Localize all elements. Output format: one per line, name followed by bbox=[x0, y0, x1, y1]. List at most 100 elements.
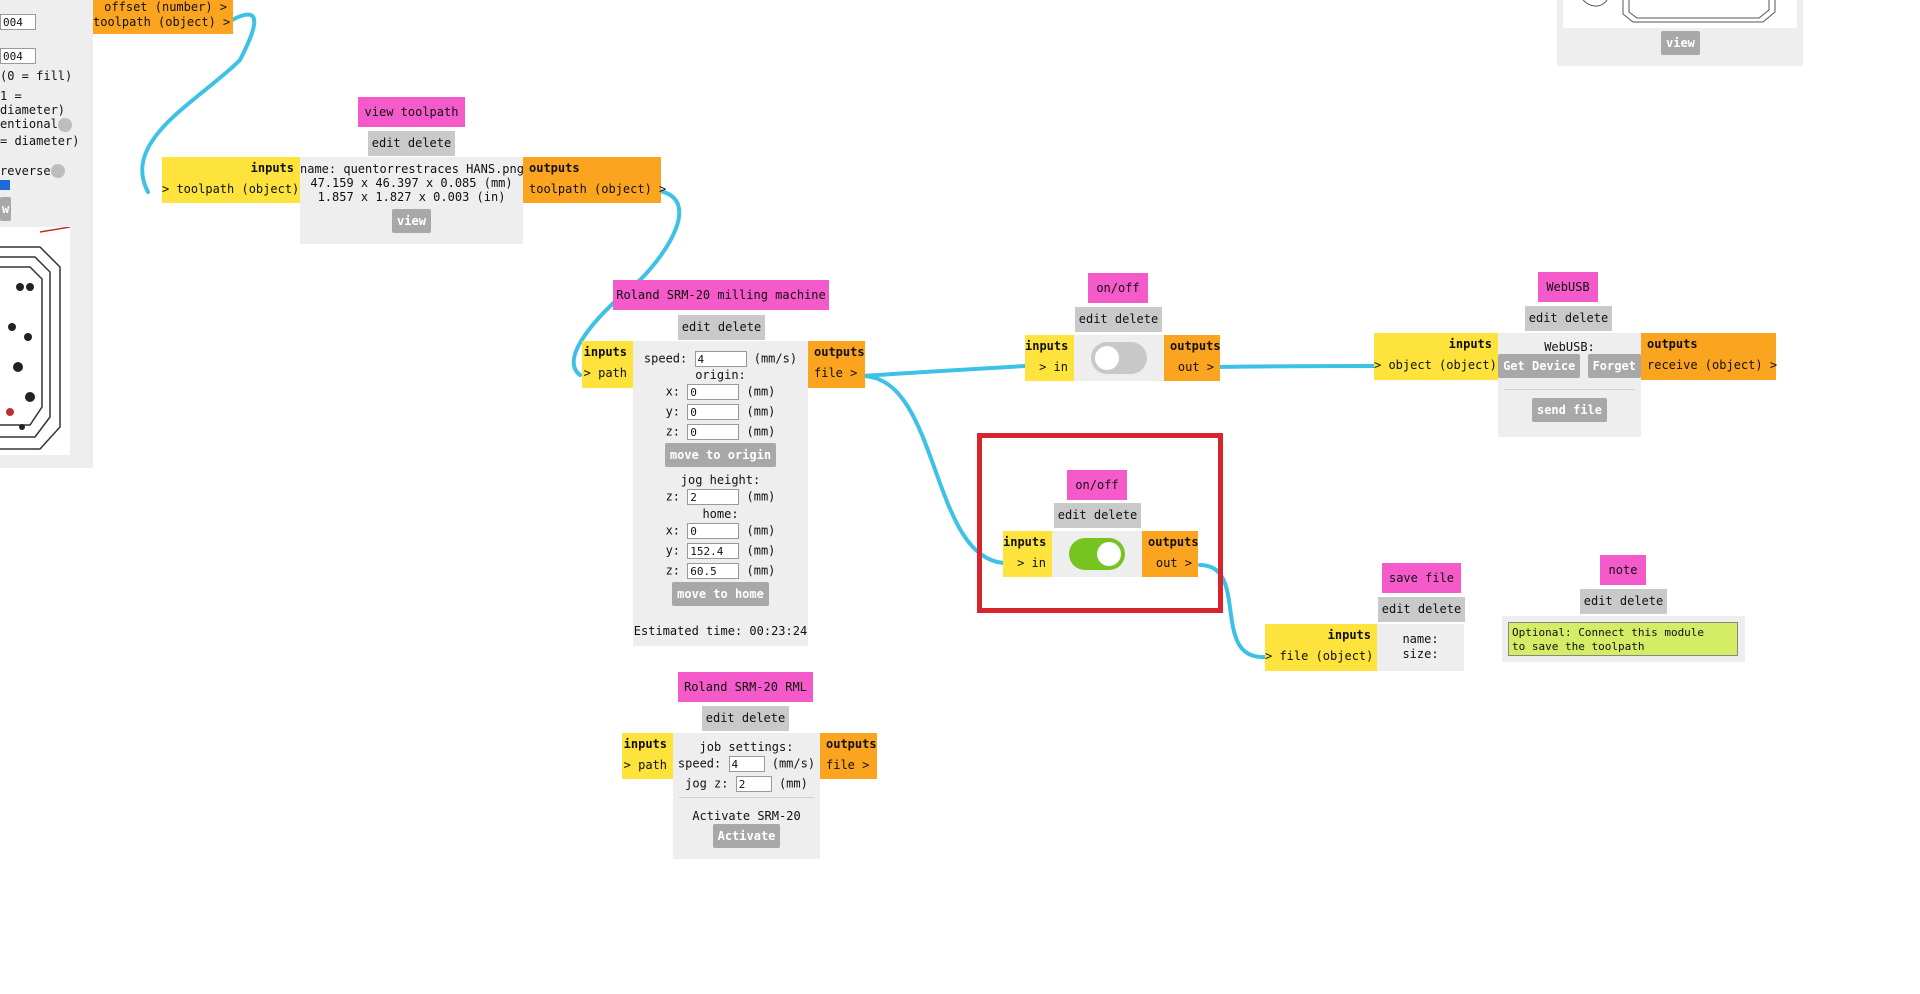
output-file[interactable]: file > bbox=[814, 366, 858, 380]
job-settings-label: job settings: bbox=[699, 740, 794, 754]
view-toolpath-outputs: outputs toolpath (object) > bbox=[523, 157, 667, 203]
inputs-label: inputs bbox=[1327, 628, 1371, 642]
save-file-title[interactable]: save file bbox=[1382, 563, 1461, 593]
left-checkbox[interactable] bbox=[0, 180, 10, 190]
outputs-label: outputs bbox=[529, 161, 580, 175]
get-device-button[interactable]: Get Device bbox=[1498, 354, 1581, 378]
speed-input[interactable]: 4 bbox=[694, 351, 747, 367]
srm20-rml-body: job settings: speed: 4 (mm/s) jog z: 2 (… bbox=[673, 733, 820, 859]
send-file-button[interactable]: send file bbox=[1531, 398, 1608, 422]
mm-unit: (mm) bbox=[746, 563, 776, 578]
home-z-input[interactable]: 60.5 bbox=[687, 563, 740, 579]
input-file-object[interactable]: > file (object) bbox=[1265, 649, 1374, 663]
size-label: size: bbox=[1402, 647, 1439, 661]
onoff-top-outputs: outputs out > bbox=[1164, 335, 1221, 381]
input-path[interactable]: > path bbox=[623, 758, 667, 772]
note-textarea[interactable]: Optional: Connect this module to save th… bbox=[1508, 622, 1738, 656]
toolpath-preview-image bbox=[0, 227, 70, 455]
output-receive-object[interactable]: receive (object) > bbox=[1647, 358, 1778, 372]
rml-mm-unit: (mm) bbox=[778, 776, 808, 791]
reverse-radio[interactable] bbox=[51, 164, 65, 178]
origin-y-label: y: bbox=[665, 404, 681, 419]
srm20-machine-outputs: outputs file > bbox=[808, 341, 865, 388]
reverse-label: reverse bbox=[0, 164, 51, 178]
output-toolpath-object[interactable]: toolpath (object) > bbox=[529, 182, 667, 196]
conventional-radio[interactable] bbox=[58, 118, 72, 132]
rml-jogz-input[interactable]: 2 bbox=[735, 776, 772, 792]
srm20-machine-title[interactable]: Roland SRM-20 milling machine bbox=[613, 280, 829, 310]
output-file[interactable]: file > bbox=[826, 758, 870, 772]
top-right-module: view bbox=[1557, 0, 1803, 66]
toolpath-size-in: 1.857 x 1.827 x 0.003 (in) bbox=[317, 190, 506, 204]
outputs-label: outputs bbox=[1148, 535, 1199, 549]
rml-speed-input[interactable]: 4 bbox=[728, 756, 765, 772]
home-label: home: bbox=[702, 507, 739, 521]
save-file-edit-delete[interactable]: edit delete bbox=[1378, 597, 1465, 622]
move-to-origin-button[interactable]: move to origin bbox=[664, 443, 777, 467]
mm-unit: (mm) bbox=[746, 489, 776, 504]
onoff-top-title[interactable]: on/off bbox=[1088, 273, 1148, 303]
top-right-view-button[interactable]: view bbox=[1661, 31, 1700, 55]
toggle-switch-on[interactable] bbox=[1069, 538, 1125, 570]
left-field-2[interactable]: 004 bbox=[0, 48, 36, 64]
left-field-1[interactable]: 004 bbox=[0, 14, 36, 30]
outputs-label: outputs bbox=[814, 345, 865, 359]
origin-x-label: x: bbox=[665, 384, 681, 399]
activate-text: Activate SRM-20 bbox=[692, 809, 801, 823]
input-object[interactable]: > object (object) bbox=[1374, 358, 1497, 372]
name-label: name: bbox=[1402, 632, 1439, 646]
view-toolpath-edit-delete[interactable]: edit delete bbox=[368, 131, 455, 156]
output-out[interactable]: out > bbox=[1155, 556, 1192, 570]
webusb-edit-delete[interactable]: edit delete bbox=[1525, 306, 1612, 331]
origin-y-input[interactable]: 0 bbox=[687, 404, 740, 420]
webusb-divider bbox=[1504, 389, 1635, 390]
toggle-switch-off[interactable] bbox=[1091, 342, 1147, 374]
rml-jogz-label: jog z: bbox=[685, 776, 729, 791]
output-toolpath-object[interactable]: toolpath (object) > bbox=[93, 15, 231, 29]
srm20-rml-edit-delete[interactable]: edit delete bbox=[702, 706, 789, 731]
outputs-label: outputs bbox=[826, 737, 877, 751]
rml-speed-label: speed: bbox=[677, 756, 722, 771]
view-toolpath-title[interactable]: view toolpath bbox=[358, 97, 465, 127]
home-x-input[interactable]: 0 bbox=[687, 523, 740, 539]
home-y-label: y: bbox=[665, 543, 681, 558]
output-out[interactable]: out > bbox=[1177, 360, 1214, 374]
origin-z-input[interactable]: 0 bbox=[687, 424, 740, 440]
onoff-highlighted-body bbox=[1052, 531, 1142, 577]
srm20-machine-edit-delete[interactable]: edit delete bbox=[678, 315, 765, 340]
onoff-highlighted-title[interactable]: on/off bbox=[1067, 470, 1127, 500]
left-view-button[interactable]: w bbox=[0, 197, 12, 221]
webusb-title[interactable]: WebUSB bbox=[1538, 272, 1598, 302]
input-path[interactable]: > path bbox=[583, 366, 627, 380]
rml-speed-unit: (mm/s) bbox=[771, 756, 816, 771]
toolpath-name: name: quentorrestraces HANS.png bbox=[300, 162, 524, 176]
move-to-home-button[interactable]: move to home bbox=[672, 582, 769, 606]
note-title[interactable]: note bbox=[1600, 555, 1646, 585]
forget-button[interactable]: Forget bbox=[1587, 354, 1641, 378]
onoff-top-edit-delete[interactable]: edit delete bbox=[1075, 307, 1162, 332]
webusb-outputs: outputs receive (object) > bbox=[1641, 333, 1778, 380]
mm-unit: (mm) bbox=[746, 384, 776, 399]
toolpath-preview-small bbox=[1563, 0, 1797, 28]
input-in[interactable]: > in bbox=[1039, 360, 1068, 374]
wire-onoff-top-to-webusb bbox=[1211, 364, 1376, 369]
srm20-rml-title[interactable]: Roland SRM-20 RML bbox=[678, 672, 813, 702]
jog-height-input[interactable]: 2 bbox=[687, 489, 740, 505]
inputs-label: inputs bbox=[250, 161, 294, 175]
activate-button[interactable]: Activate bbox=[712, 824, 781, 848]
input-in[interactable]: > in bbox=[1017, 556, 1046, 570]
input-toolpath-object[interactable]: > toolpath (object) bbox=[162, 182, 300, 196]
view-toolpath-view-button[interactable]: view bbox=[392, 209, 431, 233]
home-y-input[interactable]: 152.4 bbox=[687, 543, 740, 559]
mm-unit: (mm) bbox=[746, 543, 776, 558]
note-edit-delete[interactable]: edit delete bbox=[1580, 589, 1667, 614]
left-panel: 004 004 (0 = fill) 1 = diameter) entiona… bbox=[0, 0, 93, 468]
onoff-top-inputs: inputs > in bbox=[1025, 335, 1074, 381]
origin-x-input[interactable]: 0 bbox=[687, 384, 740, 400]
output-offset-number[interactable]: offset (number) > bbox=[104, 0, 227, 14]
onoff-highlighted-edit-delete[interactable]: edit delete bbox=[1054, 503, 1141, 528]
save-file-body: name: size: bbox=[1377, 624, 1464, 671]
webusb-label: WebUSB: bbox=[1544, 340, 1595, 354]
mm-unit: (mm) bbox=[746, 523, 776, 538]
top-module-outputs: offset (number) > toolpath (object) > bbox=[93, 0, 233, 34]
